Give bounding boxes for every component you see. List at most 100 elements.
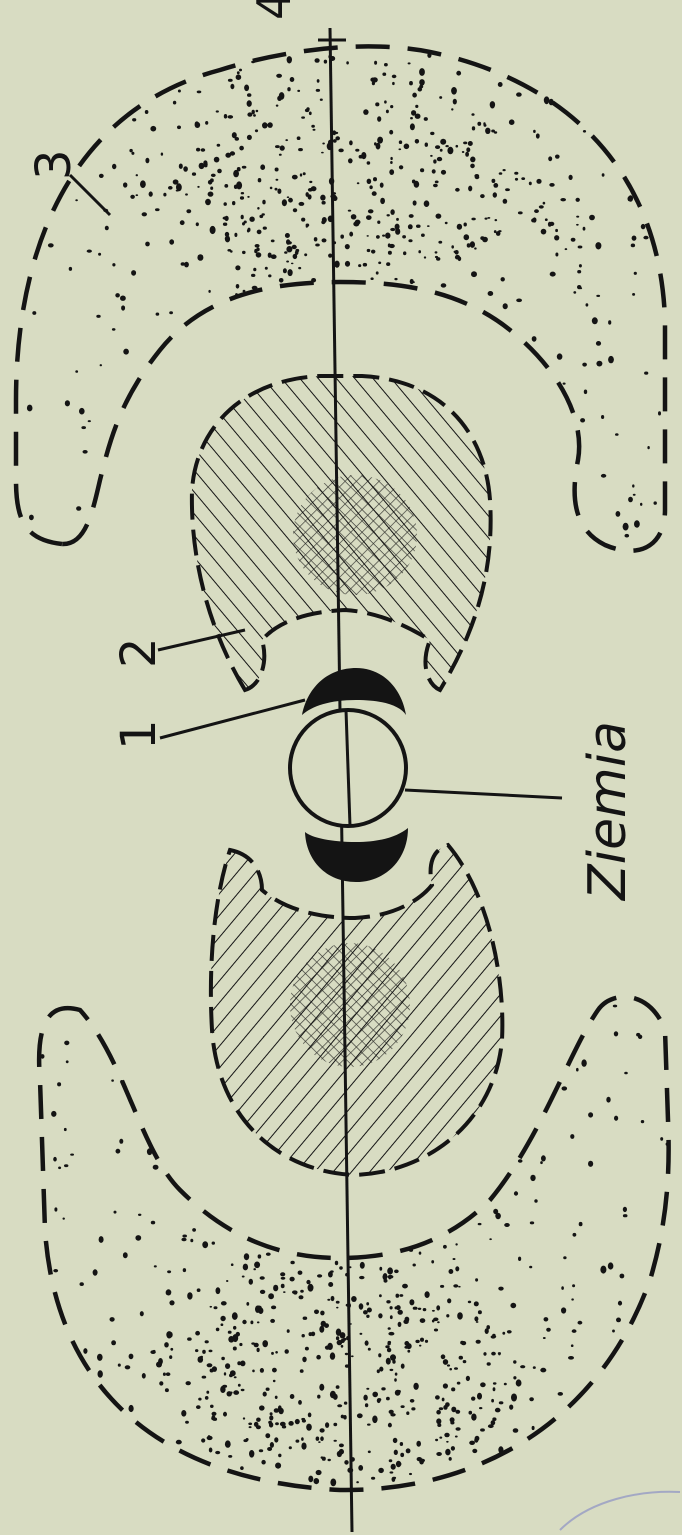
stipple-dot [410, 279, 414, 284]
stipple-dot [581, 1059, 586, 1066]
stipple-dot [408, 239, 412, 242]
stipple-dot [176, 183, 182, 191]
stipple-dot [399, 140, 402, 144]
stipple-dot [129, 149, 132, 152]
stipple-dot [260, 1276, 265, 1280]
earth-label: Ziemia [578, 721, 638, 902]
stipple-dot [98, 253, 101, 256]
stipple-dot [302, 1357, 306, 1363]
stipple-dot [387, 214, 390, 216]
stipple-dot [582, 363, 587, 367]
stipple-dot [333, 241, 336, 244]
stipple-dot [390, 1354, 396, 1360]
stipple-dot [389, 1459, 393, 1462]
stipple-dot [359, 1276, 364, 1279]
stipple-dot [373, 177, 377, 181]
stipple-dot [259, 1449, 263, 1452]
stipple-dot [54, 1207, 57, 1211]
stipple-dot [409, 81, 413, 85]
stipple-dot [349, 140, 353, 145]
stipple-dot [202, 1241, 208, 1248]
stipple-dot [618, 1301, 622, 1306]
stipple-dot [251, 1342, 255, 1344]
stipple-dot [309, 181, 312, 183]
stipple-dot [502, 1332, 505, 1335]
stipple-dot [572, 1329, 577, 1333]
stipple-dot [477, 1393, 482, 1400]
stipple-dot [223, 217, 228, 220]
stipple-dot [304, 253, 307, 256]
stipple-dot [216, 110, 219, 112]
stipple-dot [660, 1137, 663, 1141]
stipple-dot [290, 1394, 295, 1399]
stipple-dot [529, 182, 532, 186]
stipple-dot [331, 1296, 335, 1301]
stipple-dot [170, 1348, 173, 1351]
stipple-dot [394, 1270, 399, 1274]
stipple-dot [320, 99, 323, 101]
stipple-dot [384, 1279, 388, 1283]
stipple-dot [118, 1364, 121, 1367]
stipple-dot [316, 89, 320, 92]
stipple-dot [391, 1464, 396, 1470]
stipple-dot [336, 1336, 339, 1340]
stipple-dot [287, 241, 292, 244]
stipple-dot [292, 245, 297, 249]
stipple-dot [195, 1349, 198, 1352]
stipple-dot [647, 446, 649, 449]
stipple-dot [318, 1441, 321, 1443]
stipple-dot [207, 1363, 213, 1367]
stipple-dot [413, 1383, 418, 1390]
stipple-dot [315, 244, 320, 247]
stipple-dot [435, 1395, 440, 1399]
stipple-dot [212, 1366, 217, 1372]
stipple-dot [398, 1310, 403, 1315]
stipple-dot [529, 1397, 534, 1401]
stipple-dot [169, 311, 173, 314]
stipple-dot [328, 55, 331, 59]
stipple-dot [140, 180, 146, 188]
stipple-dot [601, 474, 606, 478]
stipple-dot [99, 1236, 104, 1243]
stipple-dot [451, 87, 457, 95]
stipple-dot [136, 194, 139, 196]
stipple-dot [261, 1460, 265, 1465]
stipple-dot [546, 1328, 551, 1332]
stipple-dot [573, 291, 576, 294]
stipple-dot [345, 1353, 348, 1355]
stipple-dot [344, 1460, 348, 1465]
stipple-dot [572, 1284, 575, 1287]
stipple-dot [249, 217, 254, 222]
stipple-dot [388, 251, 392, 255]
stipple-dot [253, 114, 256, 117]
stipple-dot [270, 1442, 274, 1448]
stipple-dot [205, 1340, 209, 1343]
stipple-dot [266, 1388, 270, 1391]
stipple-dot [225, 1363, 230, 1369]
stipple-dot [57, 1082, 61, 1086]
stipple-dot [467, 243, 471, 247]
stipple-dot [185, 193, 188, 195]
stipple-dot [150, 1350, 155, 1354]
stipple-dot [255, 129, 258, 132]
stipple-dot [513, 1376, 516, 1379]
stipple-dot [558, 1392, 563, 1396]
stipple-dot [248, 228, 251, 232]
stipple-dot [330, 1352, 335, 1359]
stipple-dot [303, 172, 306, 175]
stipple-dot [123, 1252, 128, 1258]
stipple-dot [163, 1373, 166, 1376]
stipple-dot [563, 1256, 566, 1259]
stipple-dot [287, 56, 292, 63]
stipple-dot [396, 1390, 401, 1393]
stipple-dot [601, 415, 604, 419]
stipple-dot [529, 1266, 532, 1269]
stipple-dot [415, 139, 419, 144]
stipple-dot [228, 115, 234, 119]
stipple-dot [443, 1359, 448, 1365]
stipple-dot [431, 1260, 434, 1263]
stipple-dot [278, 1454, 281, 1458]
stipple-dot [460, 1341, 464, 1345]
stipple-dot [270, 187, 273, 190]
stipple-dot [468, 186, 472, 192]
